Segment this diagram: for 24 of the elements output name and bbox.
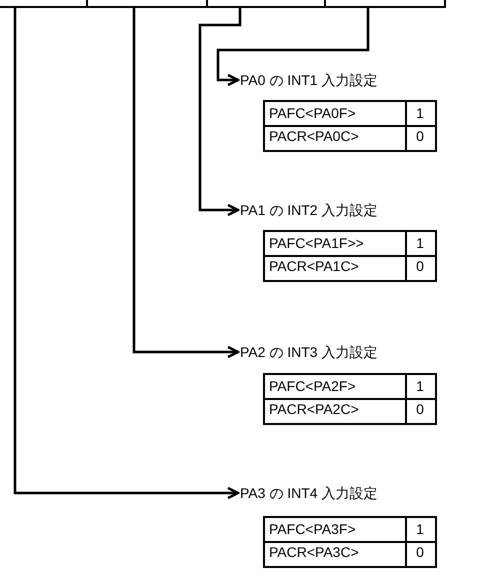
setting-value-cell: 1 — [405, 100, 437, 127]
setting-value-cell: 0 — [405, 398, 437, 425]
register-bit-cell: PACR<PA3C> — [263, 541, 407, 568]
register-bit-cell: PACR<PA2C> — [263, 398, 407, 425]
setting-value-cell: 1 — [405, 373, 437, 400]
connector-arrow — [14, 8, 240, 500]
setting-value-cell: 1 — [405, 516, 437, 543]
setting-value-cell: 0 — [405, 125, 437, 152]
register-bit-cell: PACR<PA0C> — [263, 125, 407, 152]
setting-heading: PA2 の INT3 入力設定 — [240, 343, 378, 361]
register-bit-cell: PAFC<PA1F>> — [263, 230, 407, 257]
setting-value-cell: 1 — [405, 230, 437, 257]
setting-value-cell: 0 — [405, 541, 437, 568]
register-bit-cell: PACR<PA1C> — [263, 255, 407, 282]
setting-value-cell: 0 — [405, 255, 437, 282]
setting-heading: PA1 の INT2 入力設定 — [240, 201, 378, 219]
register-bit-cell: PAFC<PA0F> — [263, 100, 407, 127]
setting-heading: PA3 の INT4 入力設定 — [240, 484, 378, 502]
register-bit-cell: PAFC<PA2F> — [263, 373, 407, 400]
connector-arrow — [198, 8, 242, 216]
setting-heading: PA0 の INT1 入力設定 — [240, 71, 378, 89]
register-bit-cell: PAFC<PA3F> — [263, 516, 407, 543]
connector-arrow — [216, 8, 370, 86]
connector-arrow — [132, 8, 240, 358]
